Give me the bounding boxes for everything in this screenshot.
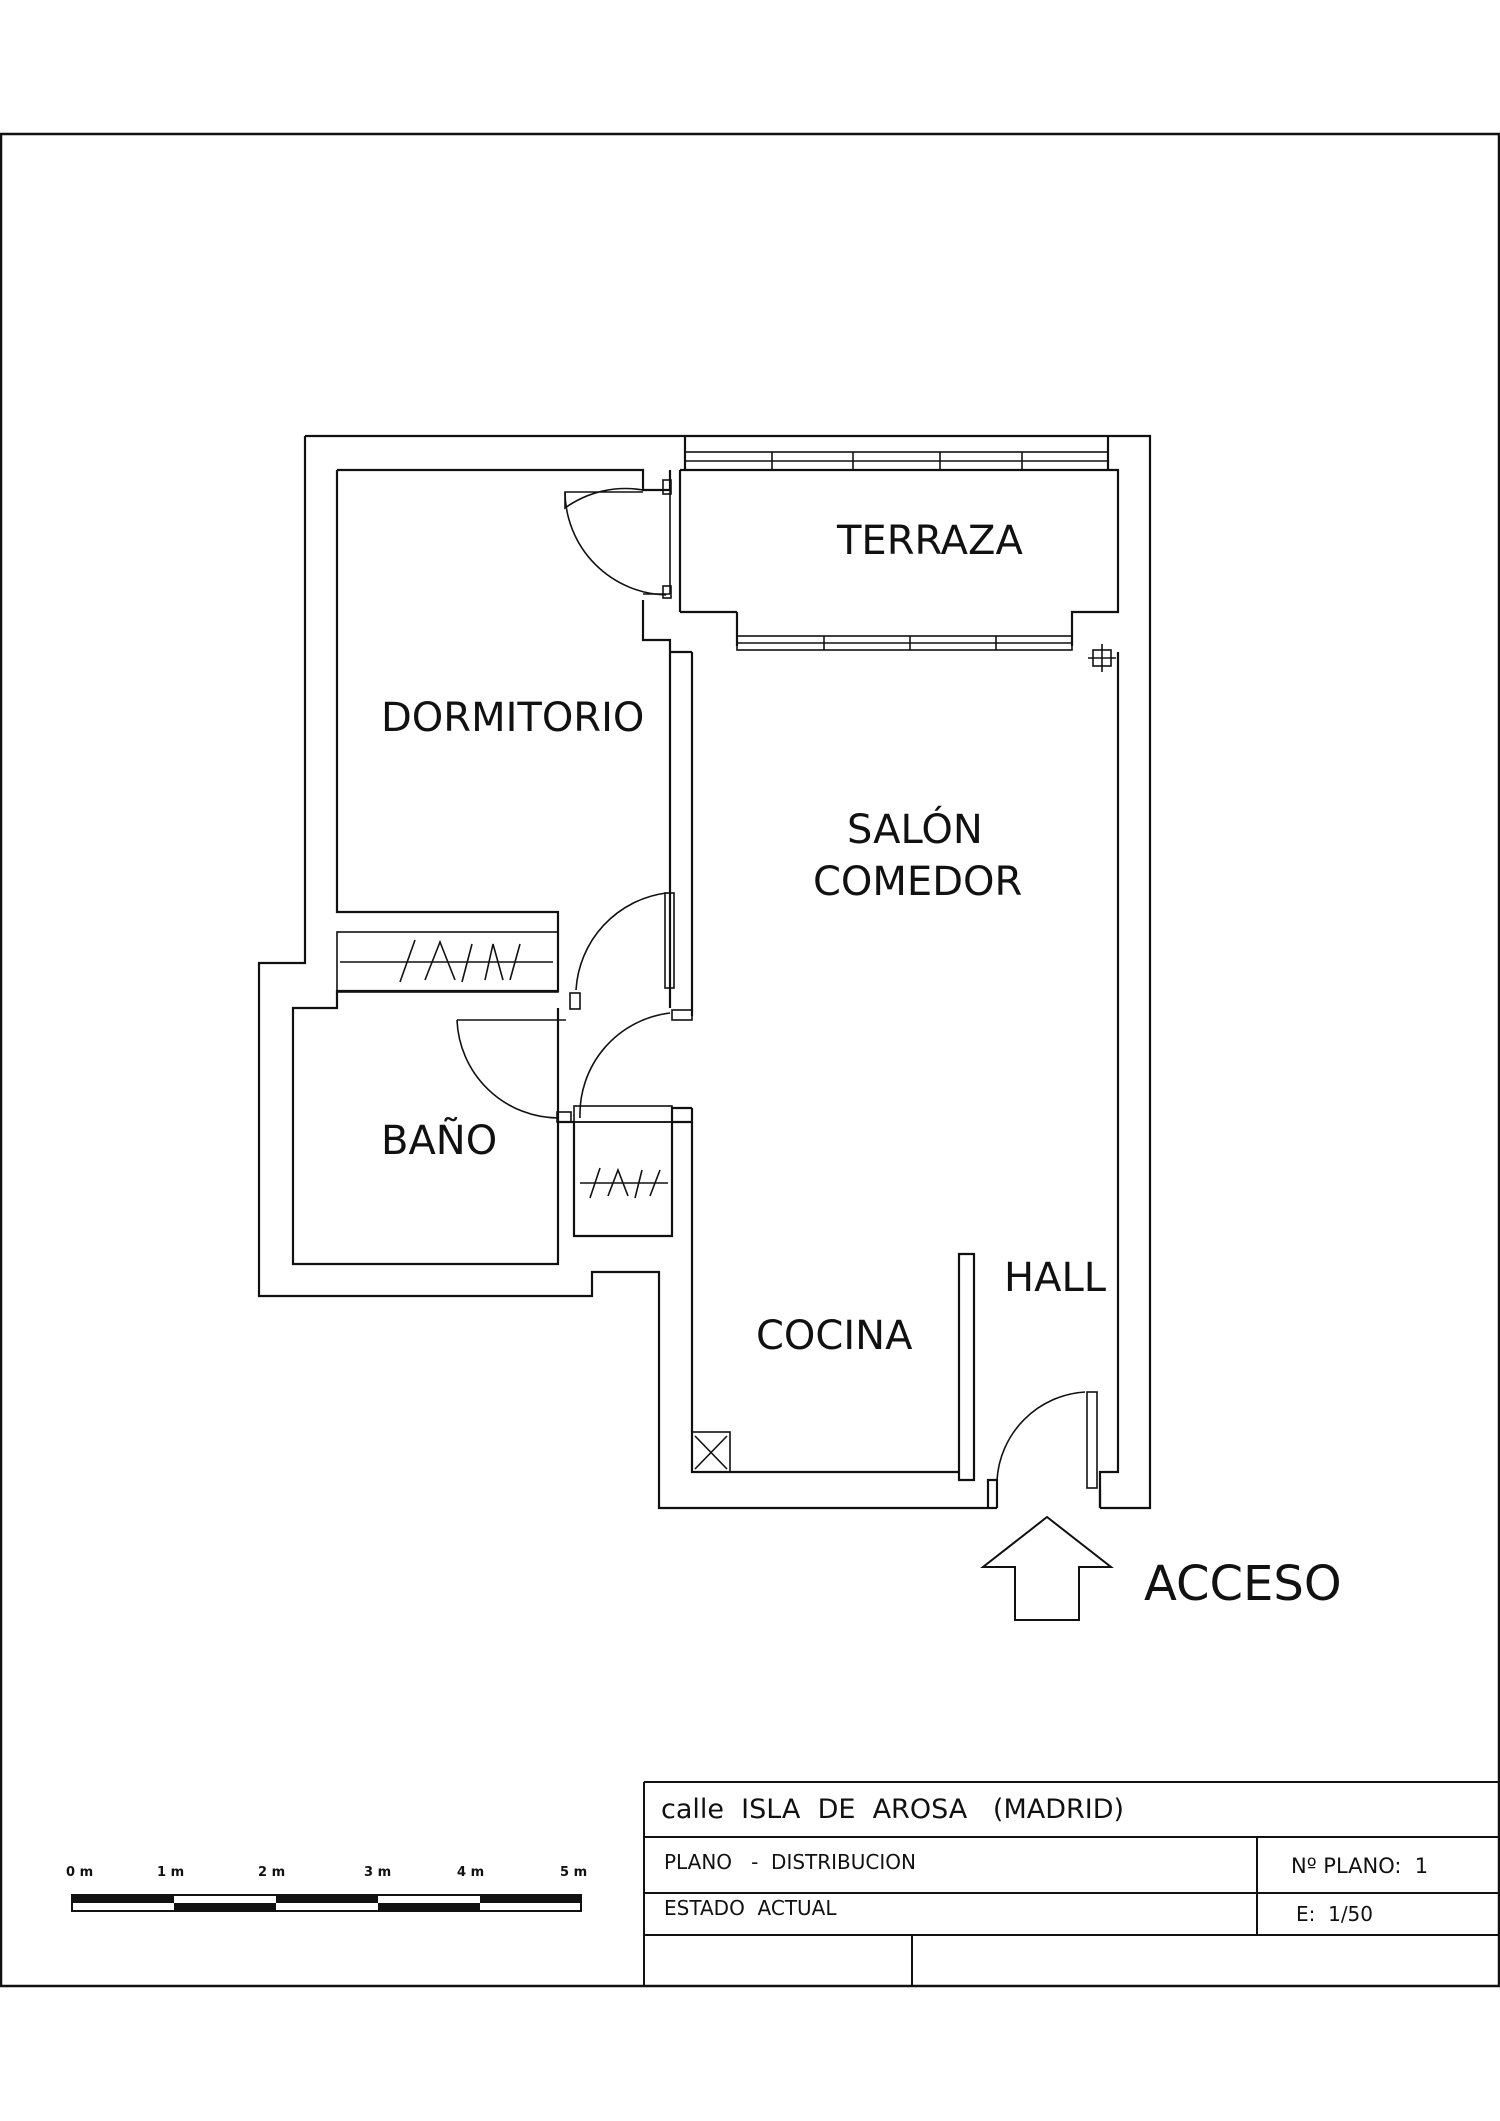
- tb-state: ESTADO ACTUAL: [664, 1896, 837, 1920]
- closets: [336, 931, 673, 1237]
- scale-tick-2: 2 m: [258, 1865, 285, 1880]
- door-acceso: [996, 1391, 1086, 1481]
- label-bano: BAÑO: [381, 1116, 497, 1164]
- fixtures: [691, 644, 1116, 1473]
- windows: [684, 451, 1109, 651]
- ventilation-duct: [691, 1431, 731, 1473]
- salon-right-wall: [1098, 652, 1120, 1508]
- label-acceso: ACCESO: [1144, 1556, 1342, 1612]
- tb-address: calle ISLA DE AROSA (MADRID): [661, 1794, 1124, 1825]
- label-hall: HALL: [1004, 1255, 1107, 1301]
- tb-scale: E: 1/50: [1296, 1902, 1373, 1926]
- entry-wall: [986, 1478, 1102, 1508]
- access-marker: ACCESO: [980, 1515, 1342, 1621]
- scale-tick-0: 0 m: [66, 1865, 93, 1880]
- scale-tick-3: 3 m: [364, 1865, 391, 1880]
- walls: [257, 434, 1152, 1510]
- label-cocina: COCINA: [756, 1313, 913, 1359]
- title-block: calle ISLA DE AROSA (MADRID) PLANO - DIS…: [643, 1781, 1500, 1986]
- outer-wall: [257, 434, 1152, 1510]
- label-dormitorio: DORMITORIO: [381, 695, 644, 741]
- hall-partition: [957, 1252, 976, 1482]
- door-salon: [579, 1012, 671, 1119]
- scale-tick-5: 5 m: [560, 1865, 587, 1880]
- closet-dormitorio: [336, 931, 559, 993]
- scale-tick-4: 4 m: [457, 1865, 484, 1880]
- access-arrow-icon: [980, 1515, 1114, 1621]
- room-labels: TERRAZA DORMITORIO SALÓN COMEDOR BAÑO HA…: [381, 518, 1107, 1359]
- door-dormitorio-terraza: [564, 487, 671, 595]
- tb-plan-type: PLANO - DISTRIBUCION: [664, 1850, 916, 1874]
- door-dormitorio: [575, 892, 667, 991]
- door-bano: [456, 1019, 560, 1119]
- scale-bar: 0 m 1 m 2 m 3 m 4 m 5 m: [66, 1865, 587, 1912]
- label-comedor: COMEDOR: [813, 859, 1022, 905]
- label-terraza: TERRAZA: [836, 518, 1023, 564]
- label-salon: SALÓN: [847, 805, 983, 853]
- scale-tick-1: 1 m: [157, 1865, 184, 1880]
- kitchen-wall: [670, 1106, 959, 1474]
- doors: [456, 479, 1098, 1489]
- sheet-border: [0, 132, 1500, 1988]
- tb-plan-number: Nº PLANO: 1: [1291, 1854, 1428, 1878]
- dormitorio-salon-wall: [641, 600, 694, 1016]
